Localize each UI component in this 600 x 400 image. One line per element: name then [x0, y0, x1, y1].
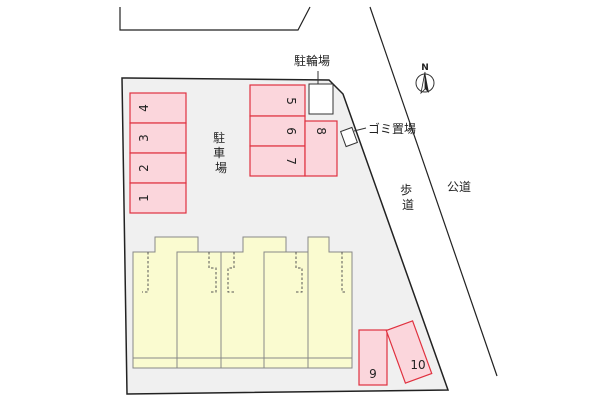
- unit-3-dash: [227, 252, 235, 293]
- garbage-area-label: ゴミ置場: [368, 121, 416, 136]
- parking-slot-10: [385, 320, 433, 384]
- parking-slot-6: [249, 115, 306, 147]
- parking-slot-6-label: 6: [284, 127, 298, 135]
- compass-needle-right: [425, 72, 429, 93]
- north-boundary-line: [119, 6, 311, 31]
- unit-2-dash: [208, 252, 217, 293]
- building-unit-5: [307, 236, 353, 369]
- parking-slot-8-label: 8: [314, 127, 328, 135]
- parking-slot-4: [129, 92, 187, 124]
- garbage-area: [339, 126, 359, 148]
- road-edge-line: [369, 6, 498, 377]
- bicycle-parking-area: [308, 83, 334, 115]
- sidewalk-label: 歩 道: [400, 182, 416, 212]
- parking-label: 駐 車 場: [213, 130, 229, 175]
- parking-slot-8: [304, 120, 338, 177]
- public-road-label: 公道: [447, 180, 471, 194]
- building-unit-4: [263, 251, 309, 369]
- parking-slot-3-label: 3: [137, 134, 151, 142]
- parking-label-char-3: 場: [215, 161, 227, 175]
- sidewalk-label-char-2: 道: [402, 198, 414, 212]
- parking-slot-1-label: 1: [137, 194, 151, 202]
- garbage-area-leader: [353, 127, 367, 132]
- parking-slot-2: [129, 152, 187, 184]
- unit-4-dash: [295, 252, 303, 293]
- parking-slot-7: [249, 145, 306, 177]
- garbage-area-box: [339, 126, 359, 148]
- parking-slot-10-group: [385, 320, 433, 384]
- parking-slot-10-label: 10: [410, 358, 425, 372]
- parking-label-char-2: 車: [213, 146, 225, 160]
- bicycle-parking-label: 駐輪場: [294, 53, 330, 68]
- parking-slot-9: [358, 329, 388, 386]
- building-unit-2: [176, 251, 222, 369]
- parking-slot-3: [129, 122, 187, 154]
- compass-north-icon: N: [415, 63, 435, 95]
- parking-slot-7-label: 7: [284, 157, 298, 165]
- compass-north-label: N: [421, 63, 429, 73]
- parking-slot-2-label: 2: [137, 164, 151, 172]
- parking-right-column: 5 6 7: [249, 84, 306, 177]
- sidewalk-label-char-1: 歩: [400, 182, 412, 197]
- parking-slot-1: [129, 182, 187, 214]
- building: [132, 236, 353, 369]
- parking-slot-5-label: 5: [284, 97, 298, 105]
- parking-left-column: 4 3 2 1: [129, 92, 187, 214]
- parking-slot-4-label: 4: [137, 104, 151, 112]
- parking-slot-9-label: 9: [369, 367, 377, 381]
- parking-label-char-1: 駐: [213, 130, 225, 145]
